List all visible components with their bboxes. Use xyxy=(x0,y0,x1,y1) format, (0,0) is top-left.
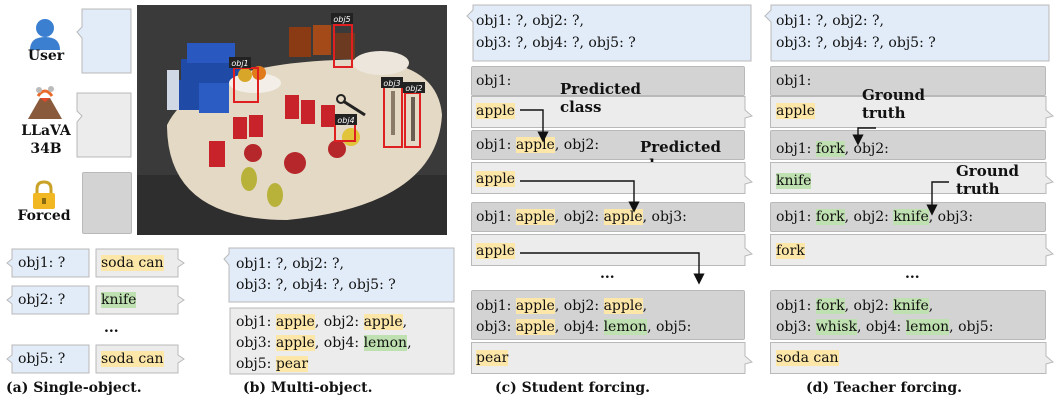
user-bubble xyxy=(6,285,90,315)
forced-label: Forced xyxy=(17,208,71,224)
prompt-line-1: obj1: ?, obj2: ?, xyxy=(776,13,884,29)
ellipsis: ... xyxy=(600,266,615,282)
pred-1: apple xyxy=(476,103,516,119)
answer-obj5: soda can xyxy=(101,351,164,367)
ellipsis: ... xyxy=(104,320,119,336)
tag-obj4: obj4 xyxy=(337,116,354,125)
forced-text-1: obj1: xyxy=(776,73,812,89)
tag-obj2: obj2 xyxy=(405,84,422,93)
annotation-predicted-class-1: Predicted class xyxy=(560,80,642,116)
teacher-arrows xyxy=(852,127,949,216)
caption-d: (d) Teacher forcing. xyxy=(806,380,962,396)
ellipsis: ... xyxy=(905,266,920,282)
llava-bubble xyxy=(770,96,1054,128)
llava-bubble-swatch xyxy=(76,92,132,158)
pred-2: knife xyxy=(776,173,812,189)
question-obj2: obj2: ? xyxy=(18,292,66,308)
annotation-ground-truth-1: Ground truth xyxy=(862,86,926,122)
user-icon xyxy=(30,19,60,50)
question-obj1: obj1: ? xyxy=(18,255,66,271)
student-arrows xyxy=(520,109,705,285)
scene-illustration: obj1 obj5 obj3 obj2 obj4 xyxy=(137,5,447,235)
forced-bubble xyxy=(770,66,1046,96)
tag-obj5: obj5 xyxy=(333,15,350,24)
user-bubble xyxy=(6,344,90,374)
prompt-line-2: obj3: ?, obj4: ?, obj5: ? xyxy=(476,35,636,51)
pred-2: apple xyxy=(476,171,516,187)
llava-bubble xyxy=(471,342,753,374)
pred-3: fork xyxy=(776,243,805,259)
caption-c: (c) Student forcing. xyxy=(495,380,651,396)
user-label: User xyxy=(27,48,65,64)
user-bubble-swatch xyxy=(76,8,132,74)
tag-obj3: obj3 xyxy=(383,79,400,88)
llava-bubble xyxy=(471,96,753,128)
user-bubble xyxy=(223,247,455,303)
answer-line-3: obj5: pear xyxy=(236,356,309,372)
forced-text-1: obj1: xyxy=(476,73,512,89)
pred-5: soda can xyxy=(776,350,839,366)
lock-icon xyxy=(33,180,55,209)
prompt-line-1: obj1: ?, obj2: ?, xyxy=(476,13,584,29)
forced-bubble xyxy=(471,66,745,96)
question-obj5: obj5: ? xyxy=(18,351,66,367)
llava-bubble xyxy=(770,162,1054,194)
forced-text-3: obj1: apple, obj2: apple, obj3: xyxy=(476,209,687,225)
forced-text-5a: obj1: fork, obj2: knife, xyxy=(776,298,934,314)
llava-label: LLaVA 34B xyxy=(21,123,71,157)
llava-bubble xyxy=(770,234,1054,266)
user-bubble xyxy=(764,4,1050,62)
annotation-ground-truth-2: Ground truth xyxy=(956,162,1020,198)
caption-b: (b) Multi-object. xyxy=(243,380,373,396)
answer-obj1: soda can xyxy=(101,255,164,271)
forced-text-5a: obj1: apple, obj2: apple, xyxy=(476,298,648,314)
llava-bubble xyxy=(471,234,753,266)
answer-line-2: obj3: apple, obj4: lemon, xyxy=(236,335,412,351)
llava-bubble xyxy=(471,162,753,194)
volcano-icon xyxy=(28,86,62,119)
forced-text-5b: obj3: whisk, obj4: lemon, obj5: xyxy=(776,319,994,335)
pred-3: apple xyxy=(476,243,516,259)
answer-line-1: obj1: apple, obj2: apple, xyxy=(236,314,408,330)
user-bubble xyxy=(6,248,90,278)
caption-a: (a) Single-object. xyxy=(6,380,142,396)
forced-swatch xyxy=(82,172,132,234)
prompt-line-1: obj1: ?, obj2: ?, xyxy=(236,256,344,272)
answer-obj2: knife xyxy=(101,292,137,308)
pred-1: apple xyxy=(776,103,816,119)
forced-text-3: obj1: fork, obj2: knife, obj3: xyxy=(776,209,974,225)
llava-bubble xyxy=(770,342,1054,374)
user-bubble xyxy=(466,4,752,62)
bbox-tags: obj1 obj5 obj3 obj2 obj4 xyxy=(229,13,425,125)
scene-photo: obj1 obj5 obj3 obj2 obj4 xyxy=(137,5,447,235)
prompt-line-2: obj3: ?, obj4: ?, obj5: ? xyxy=(776,35,936,51)
prompt-line-2: obj3: ?, obj4: ?, obj5: ? xyxy=(236,277,396,293)
forced-text-5b: obj3: apple, obj4: lemon, obj5: xyxy=(476,319,692,335)
tag-obj1: obj1 xyxy=(231,59,248,68)
pred-5: pear xyxy=(476,350,509,366)
